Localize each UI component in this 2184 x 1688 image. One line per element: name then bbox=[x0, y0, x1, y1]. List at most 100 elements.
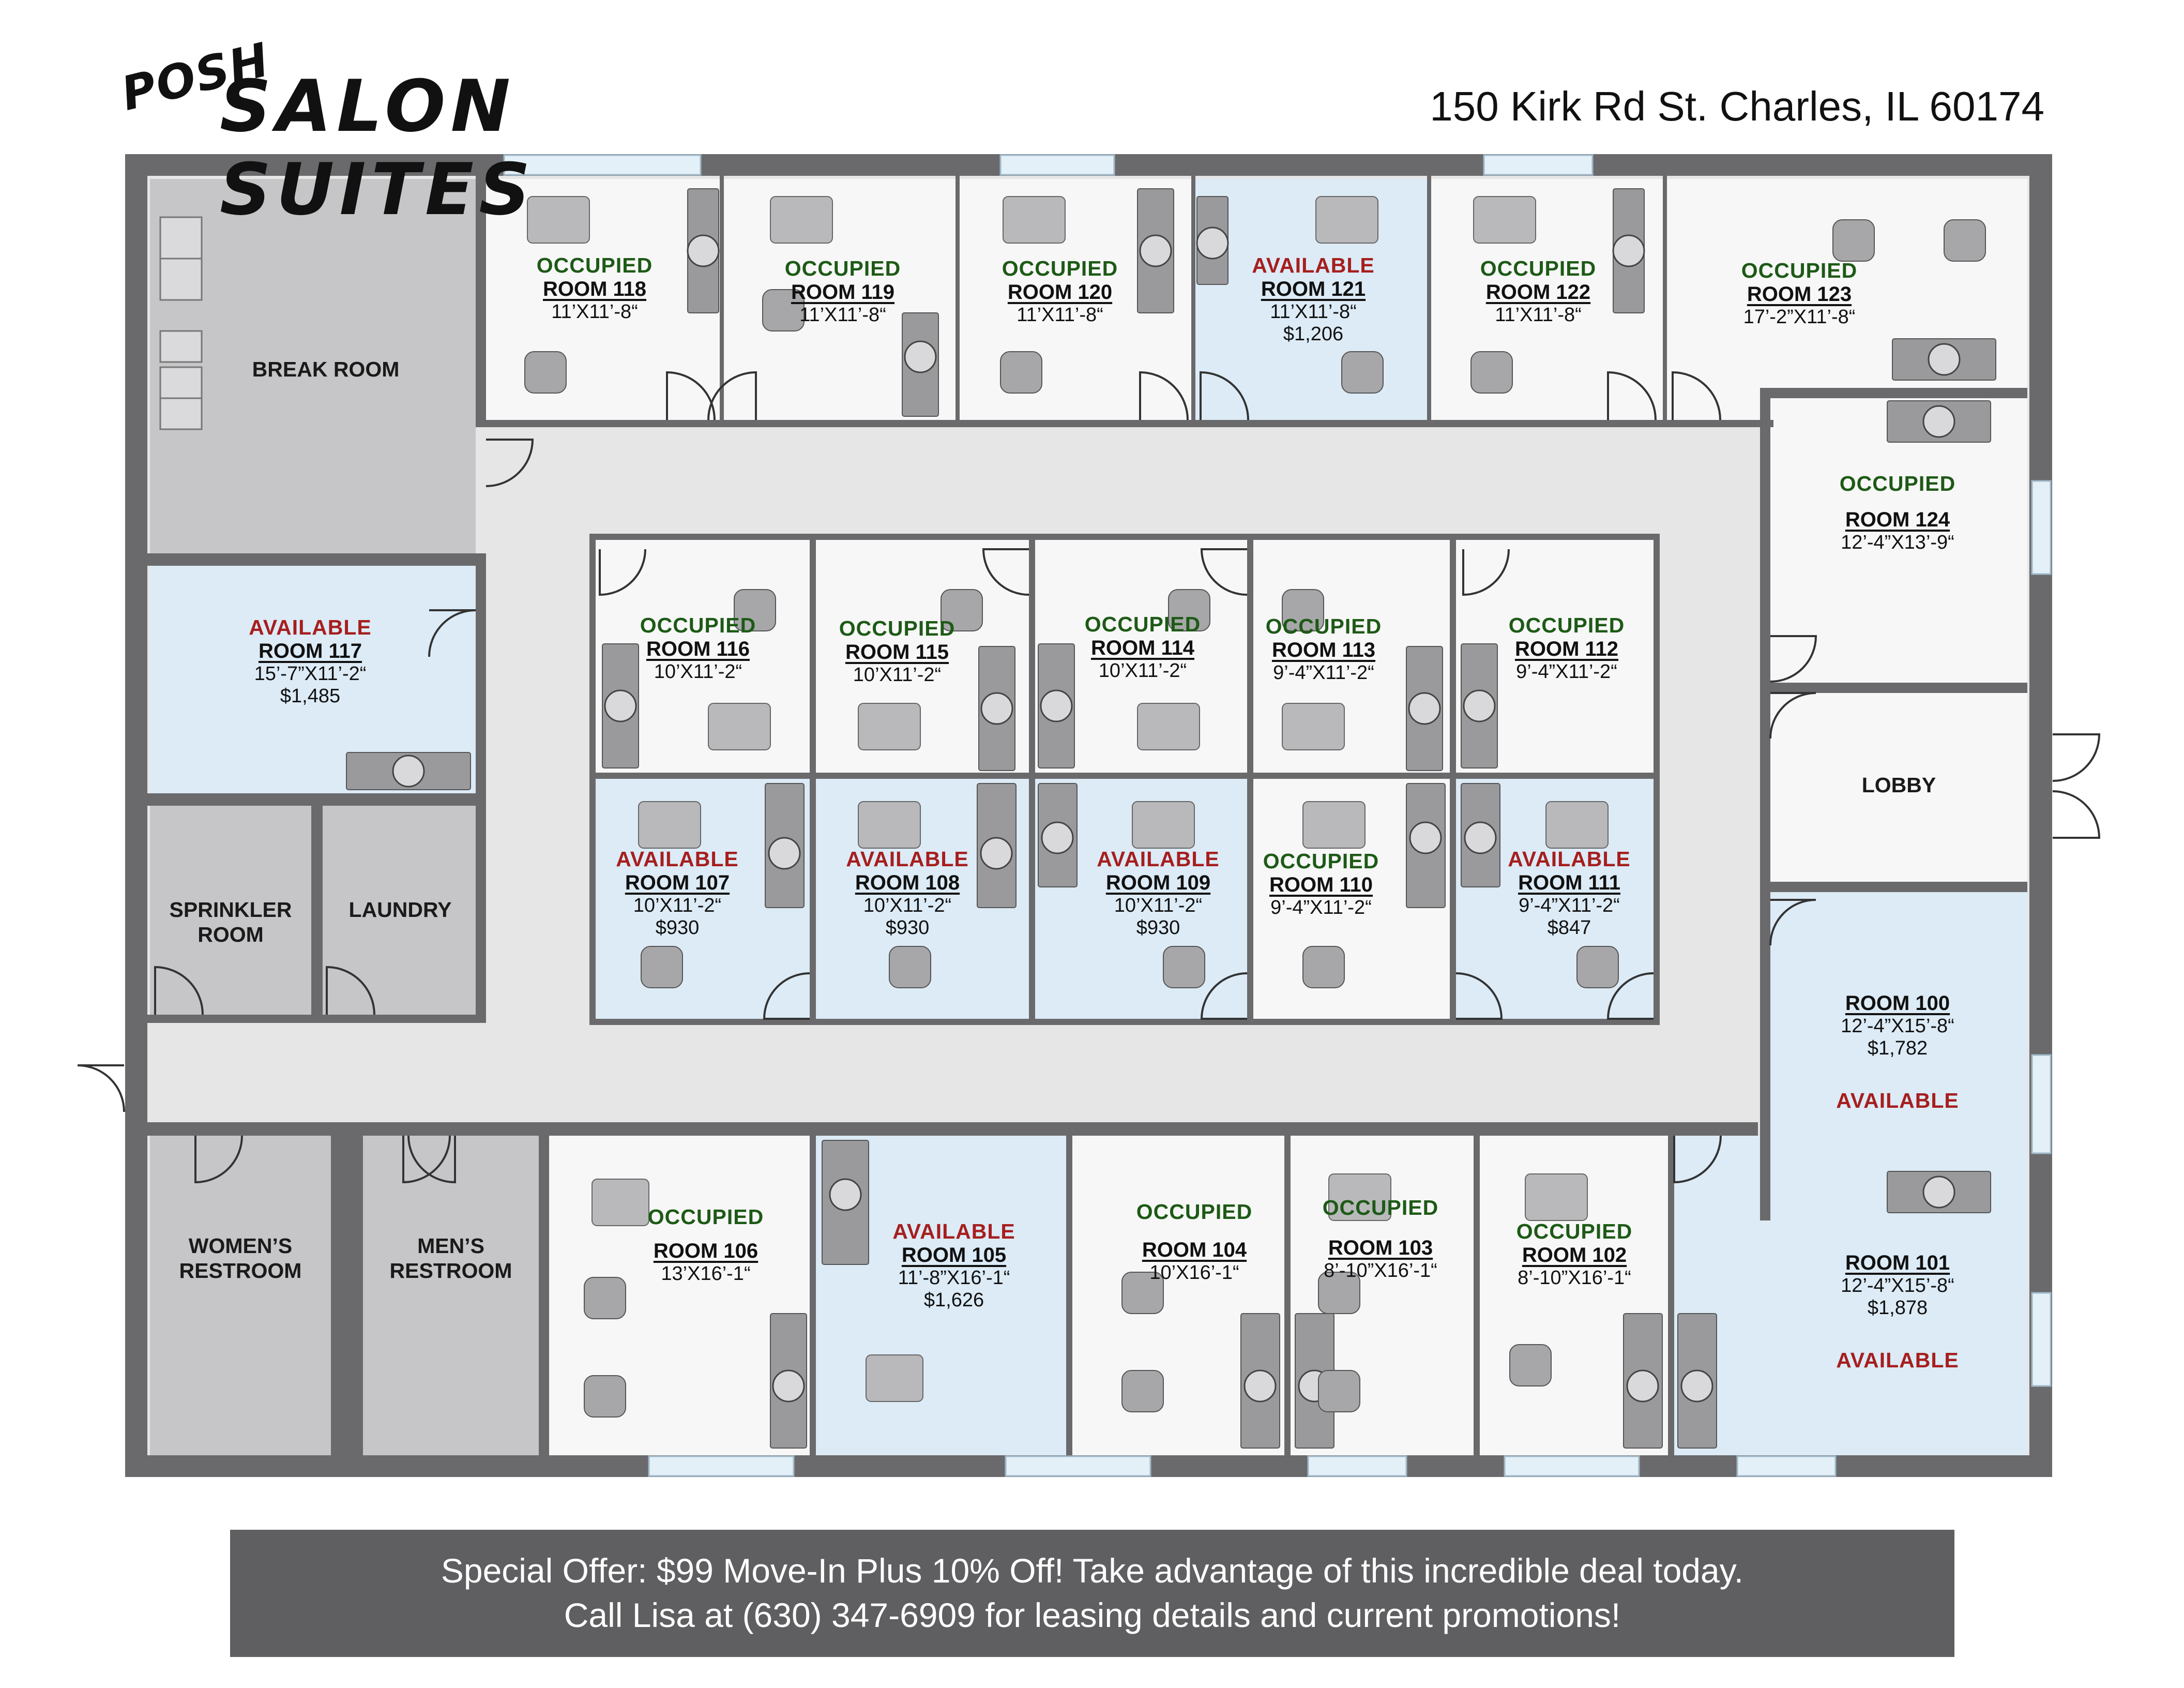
room-102-label[interactable]: OCCUPIED ROOM 102 8’-10”X16’-1“ bbox=[1471, 1219, 1678, 1289]
room-111-price: $847 bbox=[1547, 917, 1591, 939]
room-103-name: ROOM 103 bbox=[1328, 1237, 1433, 1259]
room-107-price: $930 bbox=[655, 917, 700, 939]
room-112-status: OCCUPIED bbox=[1508, 613, 1625, 637]
room-116-label[interactable]: OCCUPIED ROOM 116 10’X11’-2“ bbox=[595, 613, 801, 683]
room-106-status: OCCUPIED bbox=[647, 1205, 764, 1229]
room-118-status: OCCUPIED bbox=[536, 253, 653, 277]
room-107-dims: 10’X11’-2“ bbox=[633, 895, 722, 916]
lobby-floor bbox=[1770, 693, 2027, 882]
room-122-label[interactable]: OCCUPIED ROOM 122 11’X11’-8“ bbox=[1435, 257, 1642, 326]
room-123-dims: 17’-2”X11’-8“ bbox=[1743, 306, 1856, 328]
room-103-label[interactable]: OCCUPIED ROOM 103 8’-10”X16’-1“ bbox=[1277, 1196, 1484, 1282]
room-123-label[interactable]: OCCUPIED ROOM 123 17’-2”X11’-8“ bbox=[1691, 259, 1908, 328]
room-121-price: $1,206 bbox=[1283, 323, 1344, 345]
room-116-dims: 10’X11’-2“ bbox=[654, 661, 742, 683]
room-105-dims: 11’-8”X16’-1“ bbox=[898, 1267, 1010, 1289]
room-110-label[interactable]: OCCUPIED ROOM 110 9’-4”X11’-2“ bbox=[1218, 849, 1424, 919]
room-105-status: AVAILABLE bbox=[892, 1219, 1015, 1243]
break-room-label: BREAK ROOM bbox=[252, 357, 400, 381]
interior-walls bbox=[147, 176, 2027, 1455]
room-106-name: ROOM 106 bbox=[653, 1240, 759, 1262]
room-107-name: ROOM 107 bbox=[625, 871, 730, 894]
room-102-name: ROOM 102 bbox=[1522, 1244, 1627, 1267]
room-109-status: AVAILABLE bbox=[1097, 847, 1220, 871]
bottom-corridor-wall bbox=[147, 1122, 1758, 1136]
room-101-price: $1,878 bbox=[1867, 1297, 1928, 1319]
mens-restroom-floor bbox=[363, 1136, 539, 1455]
restroom-divider bbox=[331, 1136, 363, 1455]
room-107-status: AVAILABLE bbox=[616, 847, 739, 871]
room-109-label[interactable]: AVAILABLE ROOM 109 10’X11’-2“ $930 bbox=[1055, 847, 1262, 939]
room-104-label[interactable]: OCCUPIED ROOM 104 10’X16’-1“ bbox=[1086, 1200, 1303, 1284]
laundry-label: LAUNDRY bbox=[348, 898, 452, 922]
sprinkler-room-floor bbox=[150, 806, 311, 1015]
room-121-name: ROOM 121 bbox=[1261, 278, 1366, 300]
room-115-label[interactable]: OCCUPIED ROOM 115 10’X11’-2“ bbox=[794, 616, 1000, 686]
room-100-dims: 12’-4”X15’-8“ bbox=[1841, 1015, 1954, 1037]
room-121-dims: 11’X11’-8“ bbox=[1270, 301, 1357, 323]
room-103-dims: 8’-10”X16’-1“ bbox=[1324, 1260, 1437, 1282]
room-112-label[interactable]: OCCUPIED ROOM 112 9’-4”X11’-2“ bbox=[1463, 613, 1670, 683]
styling-chairs bbox=[527, 196, 1609, 1402]
room-108-label[interactable]: AVAILABLE ROOM 108 10’X11’-2“ $930 bbox=[804, 847, 1011, 939]
room-103-status: OCCUPIED bbox=[1322, 1196, 1439, 1219]
room-119-label[interactable]: OCCUPIED ROOM 119 11’X11’-8“ bbox=[739, 257, 946, 326]
room-106-label[interactable]: OCCUPIED ROOM 106 13’X16’-1“ bbox=[602, 1205, 809, 1285]
room-116-status: OCCUPIED bbox=[640, 613, 756, 637]
room-122-dims: 11’X11’-8“ bbox=[1495, 304, 1582, 326]
room-114-status: OCCUPIED bbox=[1084, 612, 1201, 636]
room-101-status: AVAILABLE bbox=[1836, 1348, 1959, 1372]
room-123-name: ROOM 123 bbox=[1747, 283, 1852, 306]
room-114-name: ROOM 114 bbox=[1090, 637, 1195, 659]
room-119-dims: 11’X11’-8“ bbox=[799, 304, 886, 326]
room-115-status: OCCUPIED bbox=[839, 616, 956, 640]
restroom-wall bbox=[539, 1136, 549, 1455]
room-114-dims: 10’X11’-2“ bbox=[1098, 660, 1187, 682]
room-121-status: AVAILABLE bbox=[1252, 253, 1375, 277]
room-124-status: OCCUPIED bbox=[1839, 472, 1956, 495]
room-118-label[interactable]: OCCUPIED ROOM 118 11’X11’-8“ bbox=[491, 253, 698, 323]
room-123-status: OCCUPIED bbox=[1741, 259, 1858, 282]
room-112-name: ROOM 112 bbox=[1514, 638, 1619, 660]
room-101-dims: 12’-4”X15’-8“ bbox=[1841, 1275, 1954, 1297]
room-119-status: OCCUPIED bbox=[784, 257, 901, 280]
room-101-label[interactable]: ROOM 101 12’-4”X15’-8“ $1,878 AVAILABLE bbox=[1789, 1252, 2006, 1373]
room-113-label[interactable]: OCCUPIED ROOM 113 9’-4”X11’-2“ bbox=[1220, 614, 1427, 684]
room-111-status: AVAILABLE bbox=[1508, 847, 1631, 871]
room-117-label[interactable]: AVAILABLE ROOM 117 15’-7”X11’-2“ $1,485 bbox=[202, 615, 419, 707]
room-120-label[interactable]: OCCUPIED ROOM 120 11’X11’-8“ bbox=[957, 257, 1163, 326]
room-102-dims: 8’-10”X16’-1“ bbox=[1518, 1267, 1631, 1289]
room-118-name: ROOM 118 bbox=[542, 278, 647, 300]
room-100-price: $1,782 bbox=[1867, 1037, 1928, 1059]
room-106-dims: 13’X16’-1“ bbox=[661, 1263, 751, 1285]
room-108-name: ROOM 108 bbox=[855, 871, 960, 894]
room-108-status: AVAILABLE bbox=[846, 847, 969, 871]
room-117-status: AVAILABLE bbox=[249, 615, 372, 639]
room-122-status: OCCUPIED bbox=[1480, 257, 1597, 280]
room-105-label[interactable]: AVAILABLE ROOM 105 11’-8”X16’-1“ $1,626 bbox=[851, 1219, 1057, 1312]
room-100-101-connector bbox=[1764, 1214, 2027, 1240]
special-offer-banner: Special Offer: $99 Move-In Plus 10% Off!… bbox=[230, 1530, 1954, 1657]
room-104-name: ROOM 104 bbox=[1142, 1239, 1247, 1261]
room-102-status: OCCUPIED bbox=[1516, 1219, 1633, 1243]
door-swings bbox=[77, 371, 2101, 1184]
break-room-counter bbox=[159, 216, 203, 430]
room-100-label[interactable]: ROOM 100 12’-4”X15’-8“ $1,782 AVAILABLE bbox=[1789, 992, 2006, 1113]
lobby-label: LOBBY bbox=[1861, 773, 1936, 797]
room-114-label[interactable]: OCCUPIED ROOM 114 10’X11’-2“ bbox=[1039, 612, 1246, 682]
room-100-status: AVAILABLE bbox=[1836, 1089, 1959, 1112]
room-118-dims: 11’X11’-8“ bbox=[551, 301, 638, 323]
room-107-label[interactable]: AVAILABLE ROOM 107 10’X11’-2“ $930 bbox=[574, 847, 781, 939]
room-121-label[interactable]: AVAILABLE ROOM 121 11’X11’-8“ $1,206 bbox=[1210, 253, 1417, 345]
room-111-dims: 9’-4”X11’-2“ bbox=[1519, 895, 1620, 916]
room-124-label[interactable]: OCCUPIED ROOM 124 12’-4”X13’-9“ bbox=[1789, 472, 2006, 554]
brand-logo: POSH SALON SUITES bbox=[116, 10, 801, 231]
sink-basins bbox=[392, 227, 1961, 1403]
room-111-name: ROOM 111 bbox=[1518, 871, 1620, 894]
room-110-status: OCCUPIED bbox=[1263, 849, 1379, 873]
room-104-dims: 10’X16’-1“ bbox=[1149, 1262, 1239, 1284]
room-111-label[interactable]: AVAILABLE ROOM 111 9’-4”X11’-2“ $847 bbox=[1466, 847, 1673, 939]
